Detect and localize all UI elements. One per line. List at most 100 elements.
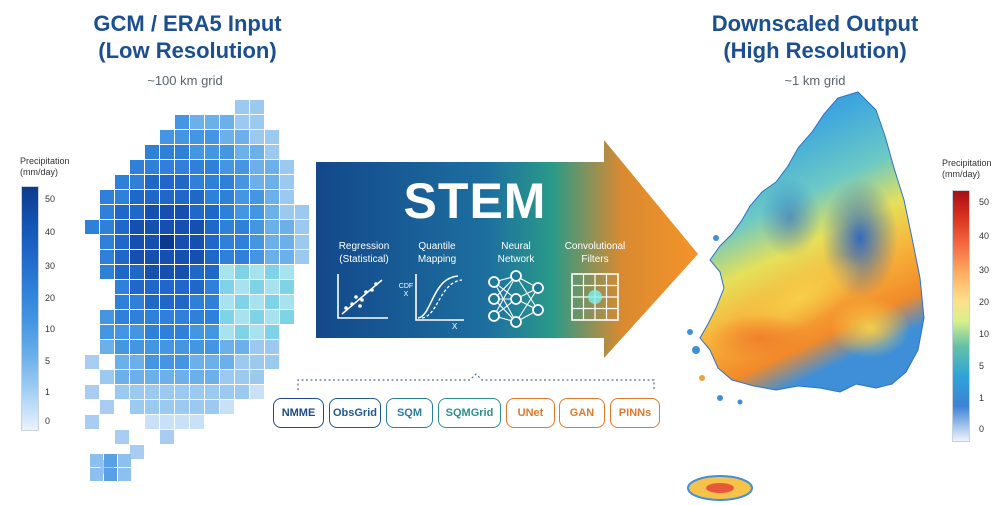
low-res-grid-cell <box>190 340 204 354</box>
left-grid-label: ~100 km grid <box>147 73 223 88</box>
low-res-grid-cell <box>160 385 174 399</box>
scatter-regression-icon <box>337 274 388 319</box>
low-res-grid-cell <box>205 145 219 159</box>
low-res-grid-cell <box>220 115 234 129</box>
low-res-grid-cell <box>190 370 204 384</box>
cdf-x-label: X <box>452 322 458 331</box>
chip-sqm[interactable]: SQM <box>386 398 433 428</box>
chip-nmme[interactable]: NMME <box>273 398 324 428</box>
low-res-grid-cell <box>190 415 204 429</box>
low-resolution-map <box>85 100 309 481</box>
low-res-grid-cell <box>115 235 129 249</box>
low-res-grid-cell <box>115 280 129 294</box>
low-res-grid-cell <box>190 355 204 369</box>
low-res-grid-cell <box>100 340 114 354</box>
low-res-grid-cell <box>190 220 204 234</box>
low-res-jeju-cell <box>104 454 117 467</box>
low-res-grid-cell <box>100 310 114 324</box>
low-res-grid-cell <box>85 220 99 234</box>
low-res-grid-cell <box>175 310 189 324</box>
low-res-grid-cell <box>160 400 174 414</box>
low-res-grid-cell <box>130 220 144 234</box>
method-regression-line1: Regression <box>338 241 390 252</box>
left-legend-title: Precipitation (mm/day) <box>20 156 70 178</box>
low-res-grid-cell <box>250 325 264 339</box>
low-res-grid-cell <box>115 355 129 369</box>
chip-unet[interactable]: UNet <box>506 398 555 428</box>
low-res-grid-cell <box>250 145 264 159</box>
low-res-grid-cell <box>265 190 279 204</box>
low-res-grid-cell <box>205 115 219 129</box>
low-res-grid-cell <box>175 325 189 339</box>
low-res-grid-cell <box>265 280 279 294</box>
method-conv-line2: Filters <box>581 254 609 265</box>
left-legend-title-line2: (mm/day) <box>20 167 58 177</box>
low-res-grid-cell <box>175 235 189 249</box>
low-res-grid-cell <box>205 220 219 234</box>
low-res-grid-cell <box>145 310 159 324</box>
low-res-grid-cell <box>100 220 114 234</box>
low-res-grid-cell <box>130 190 144 204</box>
high-resolution-map <box>687 91 925 501</box>
low-res-grid-cell <box>280 235 294 249</box>
low-res-grid-cell <box>175 415 189 429</box>
low-res-grid-cell <box>220 265 234 279</box>
low-res-grid-cell <box>100 235 114 249</box>
low-res-grid-cell <box>265 295 279 309</box>
low-res-grid-cell <box>160 220 174 234</box>
low-res-grid-cell <box>145 205 159 219</box>
low-res-grid-cell <box>205 205 219 219</box>
right-legend-title-line1: Precipitation <box>942 158 992 168</box>
left-tick: 1 <box>45 387 51 397</box>
low-res-grid-cell <box>190 280 204 294</box>
low-res-grid-cell <box>250 220 264 234</box>
low-res-grid-cell <box>220 310 234 324</box>
chip-pinns[interactable]: PINNs <box>610 398 660 428</box>
low-res-grid-cell <box>130 340 144 354</box>
right-tick: 1 <box>979 393 985 403</box>
method-conv-line1: Convolutional <box>564 241 626 252</box>
low-res-grid-cell <box>130 400 144 414</box>
low-res-grid-cell <box>220 160 234 174</box>
chip-gan[interactable]: GAN <box>559 398 605 428</box>
right-legend-title-line2: (mm/day) <box>942 169 980 179</box>
low-res-grid-cell <box>235 295 249 309</box>
low-res-grid-cell <box>190 265 204 279</box>
low-res-grid-cell <box>190 325 204 339</box>
low-res-grid-cell <box>205 280 219 294</box>
low-res-grid-cell <box>190 385 204 399</box>
low-res-grid-cell <box>205 130 219 144</box>
low-res-grid-cell <box>220 250 234 264</box>
low-res-grid-cell <box>265 220 279 234</box>
low-res-grid-cell <box>115 385 129 399</box>
right-tick: 30 <box>979 265 990 275</box>
low-res-grid-cell <box>265 310 279 324</box>
low-res-grid-cell <box>205 190 219 204</box>
low-res-grid-cell <box>280 265 294 279</box>
low-res-grid-cell <box>265 205 279 219</box>
low-res-grid-cell <box>235 220 249 234</box>
low-res-grid-cell <box>145 250 159 264</box>
low-res-grid-cell <box>220 145 234 159</box>
low-res-grid-cell <box>280 250 294 264</box>
method-neural-network: Neural Network <box>486 240 546 266</box>
low-res-grid-cell <box>190 295 204 309</box>
low-res-grid-cell <box>235 115 249 129</box>
neural-network-icon <box>488 270 544 328</box>
low-res-grid-cell <box>145 160 159 174</box>
low-res-grid-cell <box>220 370 234 384</box>
method-regression-line2: (Statistical) <box>339 254 389 265</box>
low-res-grid-cell <box>220 130 234 144</box>
low-res-grid-cell <box>145 415 159 429</box>
low-res-grid-cell <box>160 310 174 324</box>
low-res-grid-cell <box>145 280 159 294</box>
low-res-grid-cell <box>295 205 309 219</box>
low-res-grid-cell <box>130 355 144 369</box>
chip-sqmgrid[interactable]: SQMGrid <box>438 398 501 428</box>
right-title: Downscaled Output (High Resolution) <box>705 10 925 64</box>
low-res-grid-cell <box>160 340 174 354</box>
low-res-grid-cell <box>115 220 129 234</box>
low-res-grid-cell <box>175 175 189 189</box>
low-res-grid-cell <box>205 370 219 384</box>
chip-obsgrid[interactable]: ObsGrid <box>329 398 381 428</box>
